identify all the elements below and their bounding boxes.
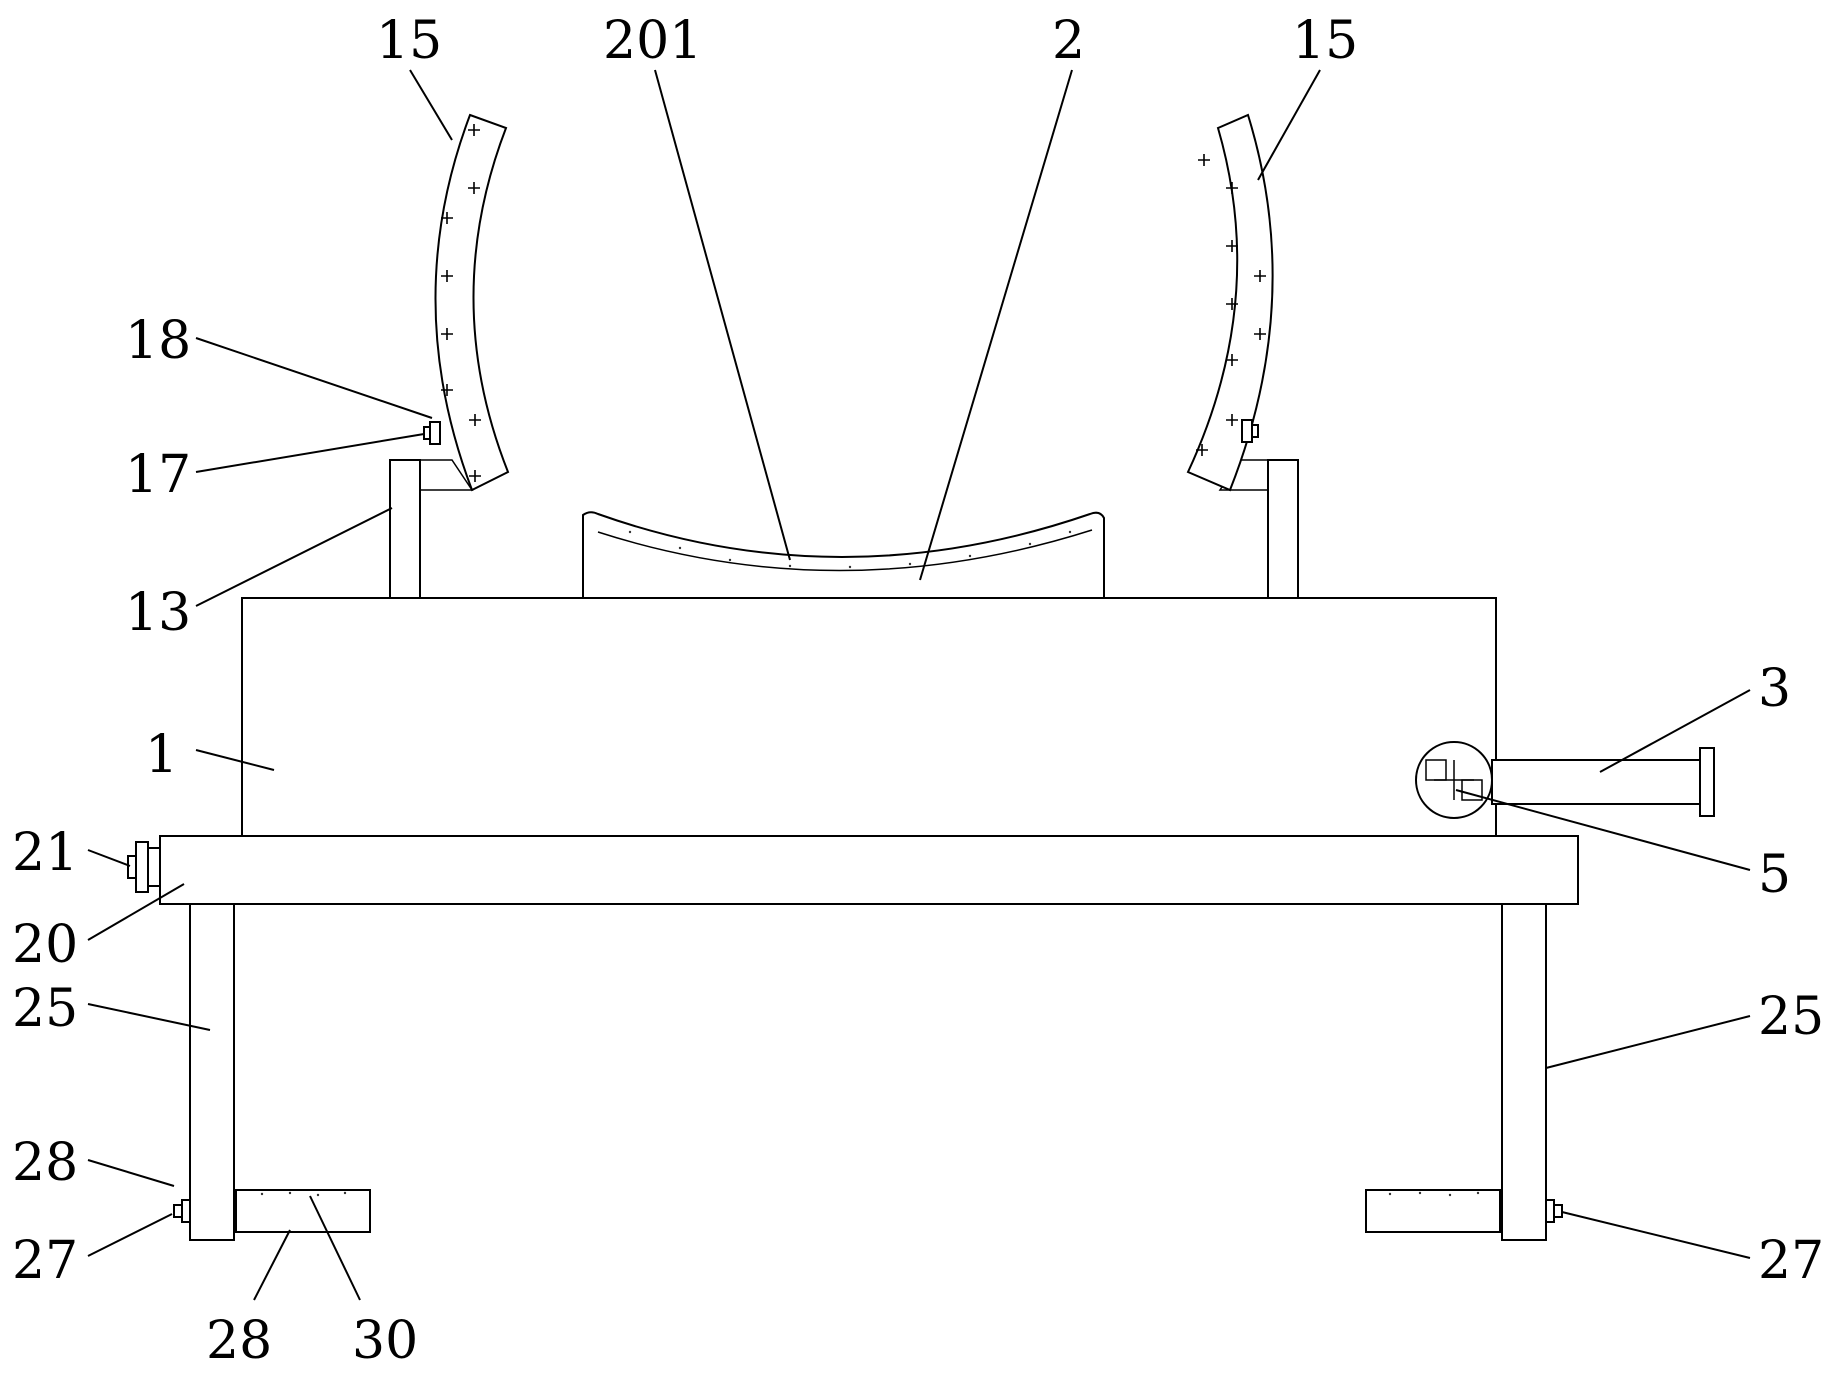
left-arm-marks bbox=[441, 124, 481, 482]
label-13: 13 bbox=[125, 583, 191, 643]
outlet-pipe-flange bbox=[1699, 747, 1715, 817]
outlet-pipe bbox=[1491, 759, 1701, 805]
label-21: 21 bbox=[12, 823, 78, 883]
label-15-right: 15 bbox=[1292, 11, 1358, 71]
valve-cross bbox=[1425, 759, 1483, 801]
right-post bbox=[1267, 459, 1299, 599]
right-foot-pad bbox=[1365, 1189, 1501, 1233]
label-2: 2 bbox=[1052, 11, 1085, 71]
label-20: 20 bbox=[12, 915, 78, 975]
leader-lines bbox=[87, 69, 1751, 1301]
saddle-support bbox=[582, 511, 1105, 599]
label-28-left: 28 bbox=[12, 1133, 78, 1193]
foot-pad-texture bbox=[260, 1191, 1480, 1197]
label-28-bottom: 28 bbox=[206, 1311, 272, 1371]
label-201: 201 bbox=[603, 11, 702, 71]
left-foot-pad bbox=[235, 1189, 371, 1233]
left-curved-arm bbox=[434, 113, 510, 492]
right-curved-arm bbox=[1186, 113, 1274, 492]
label-27-left: 27 bbox=[12, 1231, 78, 1291]
saddle-pad-texture bbox=[628, 530, 1072, 569]
left-leg bbox=[189, 903, 235, 1241]
label-18: 18 bbox=[125, 311, 191, 371]
label-27-right: 27 bbox=[1758, 1231, 1824, 1291]
label-30: 30 bbox=[352, 1311, 418, 1371]
left-post-bracket bbox=[420, 459, 474, 491]
label-3: 3 bbox=[1758, 659, 1791, 719]
left-arm-bolt bbox=[423, 421, 441, 445]
saddle-pad-line bbox=[597, 529, 1093, 572]
label-1: 1 bbox=[145, 725, 178, 785]
right-leg bbox=[1501, 903, 1547, 1241]
right-arm-marks bbox=[1196, 154, 1266, 456]
base-plate bbox=[159, 835, 1579, 905]
label-15-left: 15 bbox=[376, 11, 442, 71]
label-5: 5 bbox=[1758, 845, 1791, 905]
label-25-left: 25 bbox=[12, 979, 78, 1039]
right-leg-bolt bbox=[1545, 1199, 1563, 1223]
left-post bbox=[389, 459, 421, 599]
label-25-right: 25 bbox=[1758, 987, 1824, 1047]
main-body bbox=[241, 597, 1497, 837]
right-arm-bolt bbox=[1241, 419, 1259, 443]
left-leg-bolt bbox=[173, 1199, 191, 1223]
adjustment-knob bbox=[127, 841, 161, 893]
label-17: 17 bbox=[125, 445, 191, 505]
